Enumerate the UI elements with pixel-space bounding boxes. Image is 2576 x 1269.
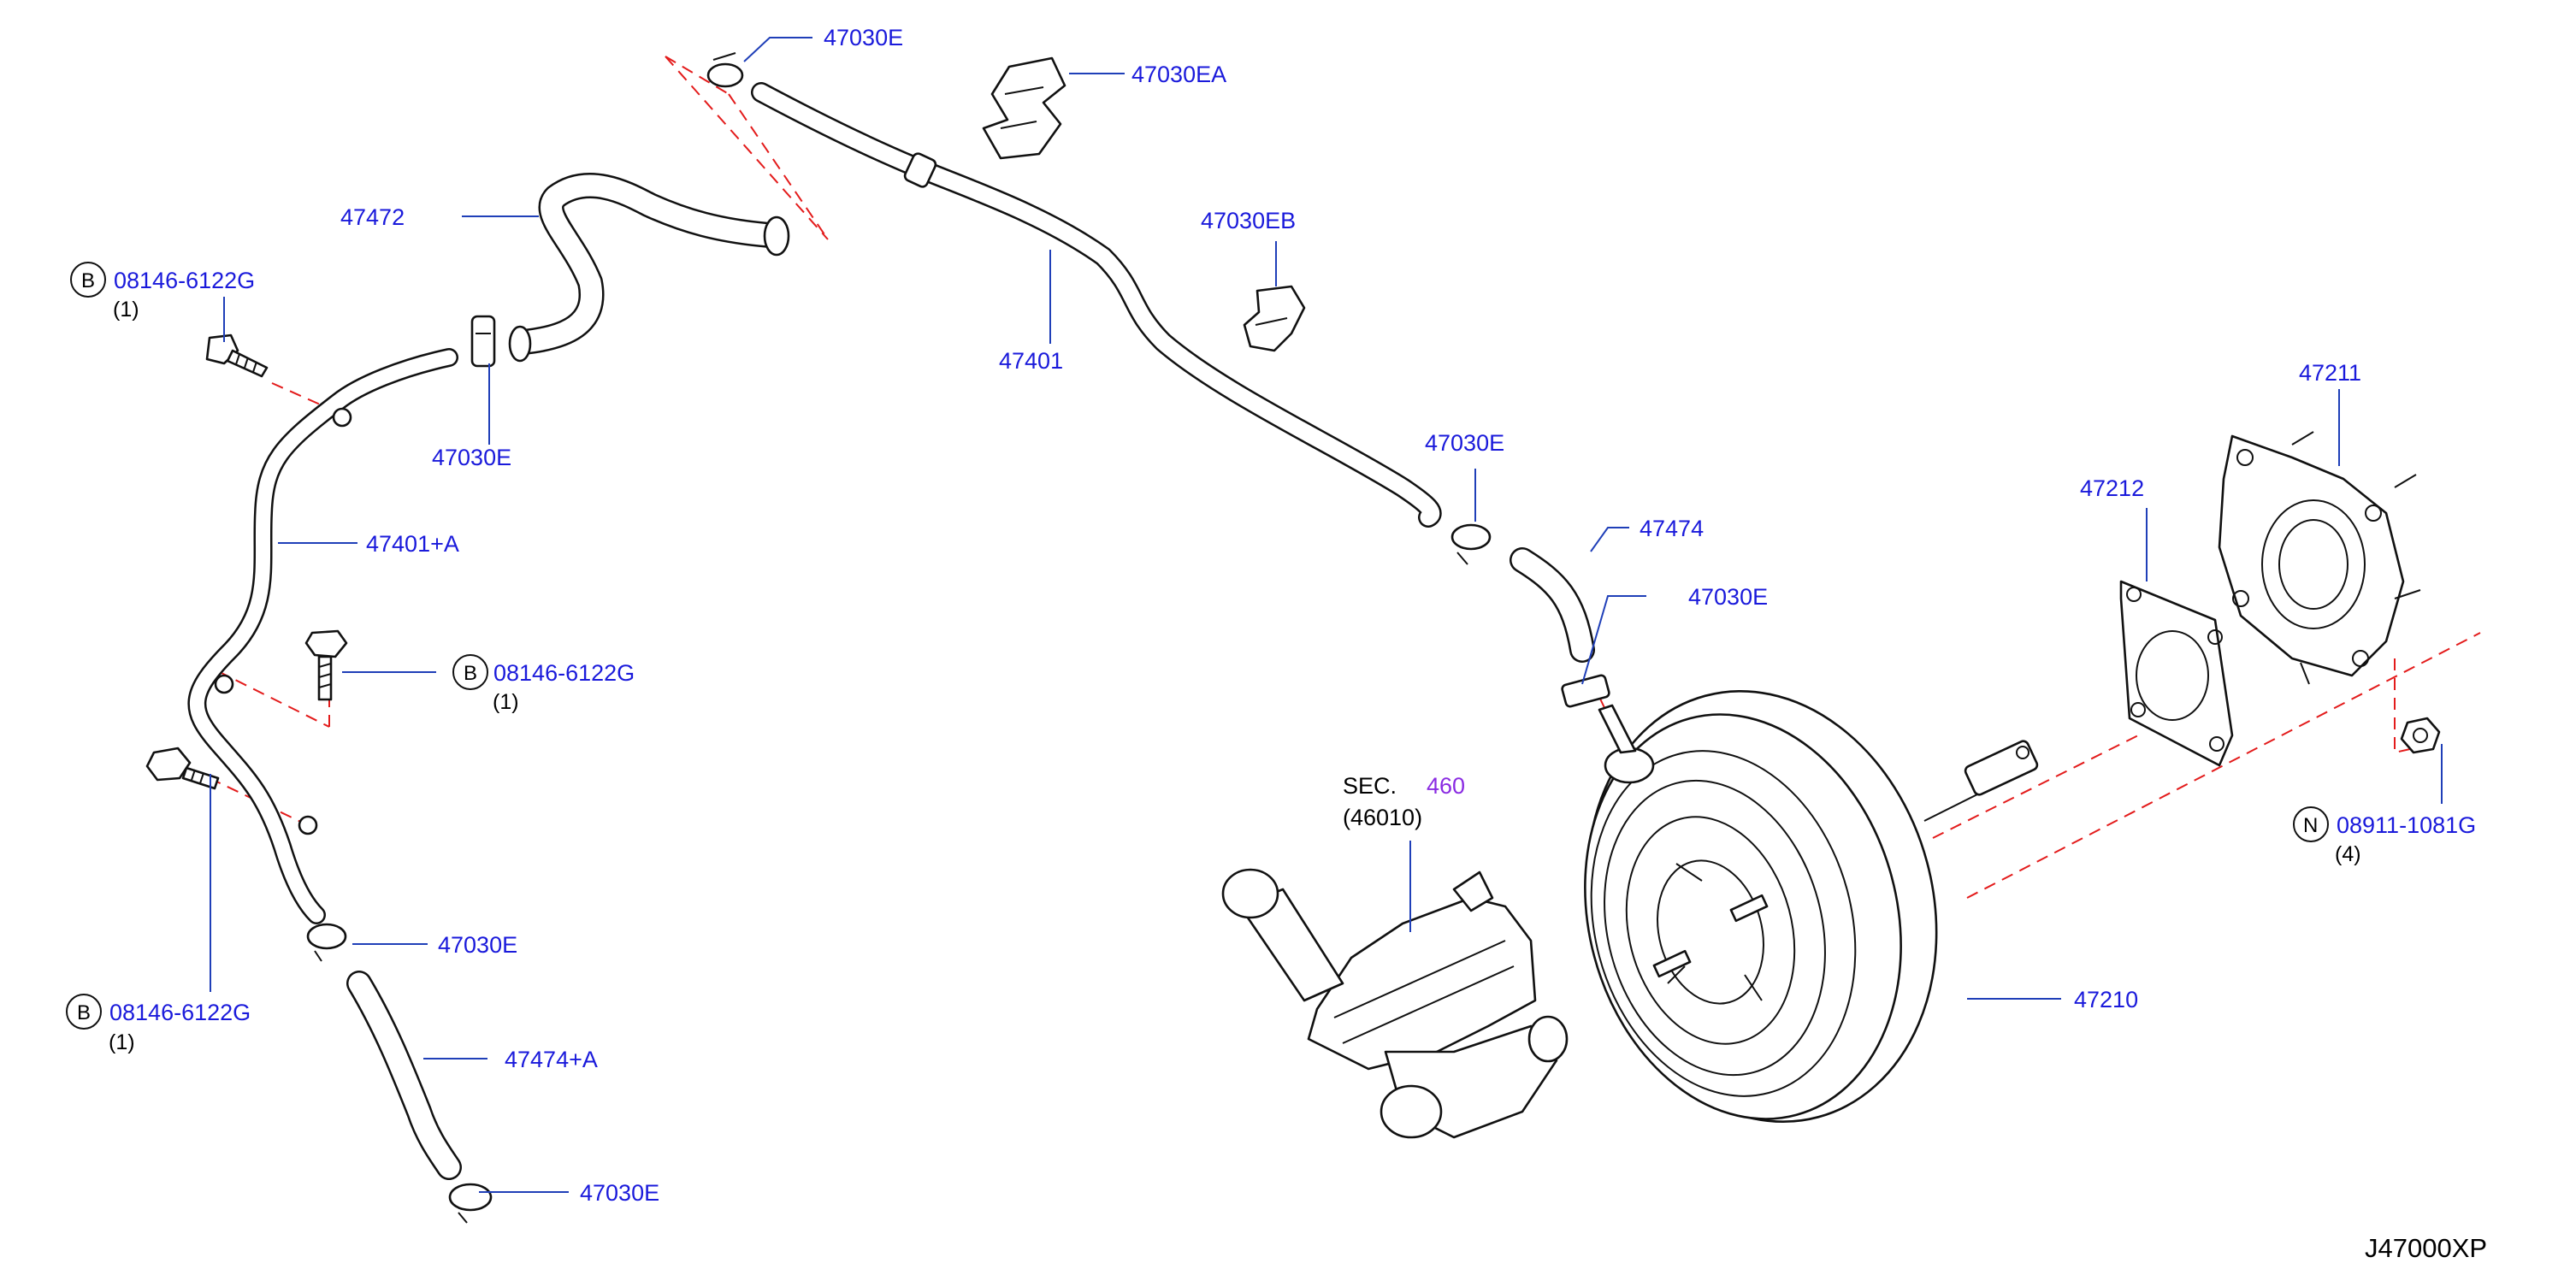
sec-subnumber: (46010) [1343,805,1422,830]
pipe-clip-icon [1243,285,1306,352]
pipe-47401 [751,82,1442,528]
bolt-badge-letter: B [77,1001,91,1024]
bolt-code: 08146-6122G [109,1000,251,1025]
label-47401: 47401 [999,348,1063,374]
bolt-callout: B 08146-6122G (1) [66,994,251,1054]
label-47030e: 47030E [432,445,511,470]
pipe-47401a [187,348,458,924]
label-47030e: 47030E [1688,584,1768,610]
sec-prefix: SEC. [1343,773,1397,799]
bolt-badge-icon [452,654,488,690]
bolt-qty: (1) [493,690,519,714]
label-47030ea: 47030EA [1131,62,1226,87]
bolt-qty: (1) [113,298,139,322]
label-47030e: 47030E [438,932,517,958]
label-47401a: 47401+A [366,531,459,557]
brake-booster [1584,690,2039,1123]
label-47474a: 47474+A [505,1047,598,1072]
nut-code: 08911-1081G [2337,812,2476,838]
bolt-icons [145,333,2441,790]
hose-clamp-icon [706,52,744,88]
hose-clamp-icon [448,1183,493,1224]
label-47472: 47472 [340,204,405,230]
sec-number-link[interactable]: 460 [1427,773,1465,799]
label-47474: 47474 [1640,516,1704,541]
gasket [2119,580,2234,767]
label-47212: 47212 [2080,475,2144,501]
master-cylinder [1221,868,1569,1139]
bolt-badge-icon [66,994,102,1030]
bolt-badge-letter: B [464,662,477,685]
part-labels: 47030E 47030EA 47472 47030EB 47401 47030… [340,25,2361,1206]
bolt-callout: B 08146-6122G (1) [70,262,255,322]
nut-icon [2400,717,2441,754]
label-47030e: 47030E [824,25,903,50]
hose-clamp-icon [1450,523,1492,565]
hose-clamp-icon [306,923,347,962]
bolt-qty: (1) [109,1030,135,1054]
label-47030e: 47030E [580,1180,659,1206]
nut-callout: N 08911-1081G (4) [2293,806,2476,866]
pushrod-icon [1923,740,2039,822]
label-47210: 47210 [2074,987,2138,1012]
booster-check-valve-icon [1598,704,1655,784]
bolt-icon [205,333,269,378]
label-47030e: 47030E [1425,430,1504,456]
bolt-icon [304,629,348,701]
bolt-code: 08146-6122G [114,268,255,293]
hose-clamp-icon [470,315,496,368]
pipe-clip-icon [982,56,1066,160]
booster-spacer [2218,431,2421,685]
label-47211: 47211 [2299,360,2361,386]
label-47030eb: 47030EB [1201,208,1296,233]
hose-47474 [1510,547,1595,663]
section-reference: SEC. 460 (46010) [1343,773,1465,830]
bolt-badge-icon [70,262,106,298]
diagram-code: J47000XP [2365,1233,2487,1263]
hose-47474a [346,971,462,1180]
bolt-callout: B 08146-6122G (1) [452,654,635,714]
clamp-icons [306,52,1610,1224]
hose-47472 [508,173,790,363]
nut-badge-icon [2293,806,2329,842]
nut-badge-letter: N [2303,814,2318,837]
bolt-code: 08146-6122G [493,660,635,686]
nut-qty: (4) [2335,842,2361,866]
booster-stud-icon [1652,894,1769,978]
bolt-icon [145,747,220,790]
leader-lines [210,37,2443,1193]
bolt-badge-letter: B [81,269,95,292]
